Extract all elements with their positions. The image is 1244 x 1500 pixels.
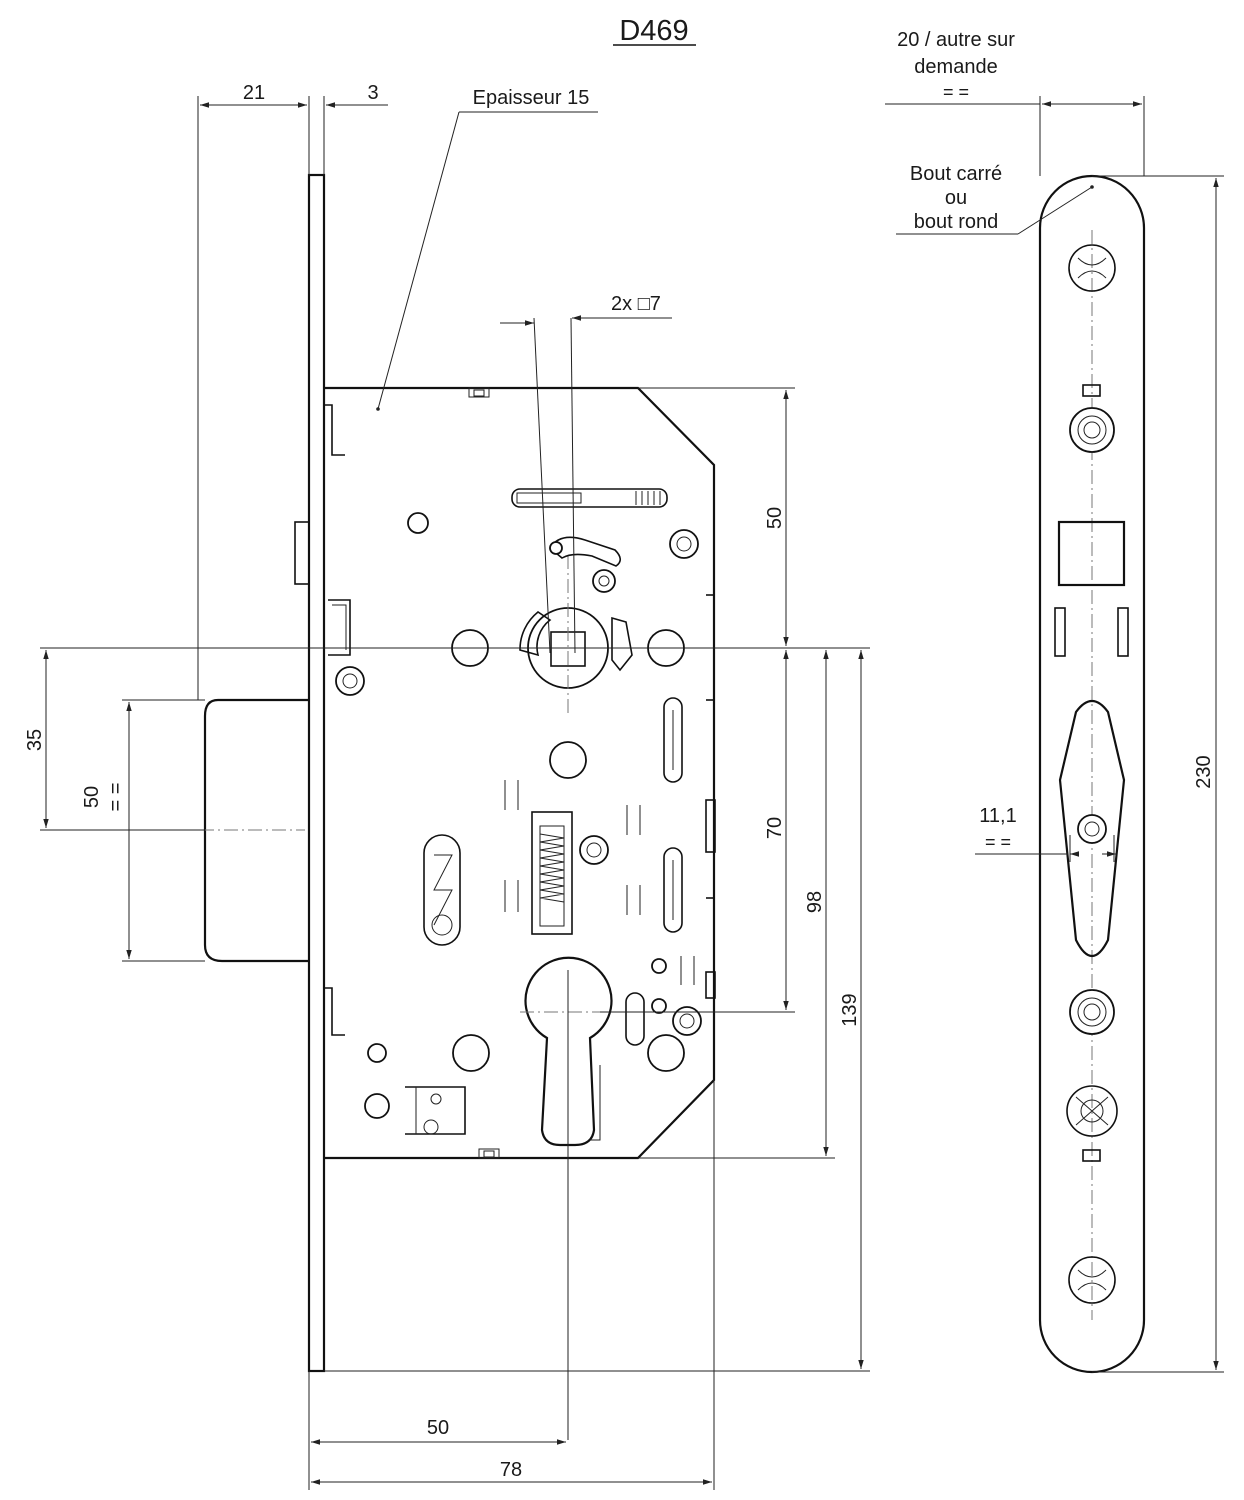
svg-text:demande: demande bbox=[914, 56, 997, 78]
dimension-139: 139 bbox=[324, 650, 870, 1372]
latch-bolt bbox=[200, 698, 309, 963]
svg-text:Epaisseur 15: Epaisseur 15 bbox=[473, 87, 590, 109]
dimension-98: 98 bbox=[638, 650, 835, 1159]
lower-bracket bbox=[405, 1086, 466, 1135]
svg-text:78: 78 bbox=[500, 1459, 522, 1481]
case-slots bbox=[423, 697, 695, 1046]
svg-text:= =: = = bbox=[105, 783, 127, 812]
svg-text:bout rond: bout rond bbox=[914, 211, 999, 233]
dead-bolt-stub bbox=[294, 521, 310, 585]
svg-text:230: 230 bbox=[1193, 755, 1215, 788]
slot-width-dimension: 11,1 = = bbox=[975, 805, 1116, 862]
follower-mechanism bbox=[328, 555, 685, 715]
svg-text:Bout carré: Bout carré bbox=[910, 163, 1002, 185]
dimension-70: 70 bbox=[600, 650, 795, 1013]
svg-text:70: 70 bbox=[764, 817, 786, 839]
dimension-21: 21 bbox=[197, 82, 310, 700]
fixing-hole-icon bbox=[1068, 244, 1116, 292]
svg-text:35: 35 bbox=[24, 729, 46, 751]
screw-icon bbox=[1069, 407, 1115, 453]
bolt-opening bbox=[1057, 520, 1126, 587]
dimension-78: 78 bbox=[311, 1080, 715, 1490]
front-plate-side bbox=[307, 173, 326, 1373]
lock-case bbox=[325, 386, 716, 1160]
dimension-50-top: 50 bbox=[638, 387, 795, 646]
svg-text:D469: D469 bbox=[619, 15, 688, 47]
svg-text:20 / autre sur: 20 / autre sur bbox=[897, 29, 1015, 51]
thickness-annotation: Epaisseur 15 bbox=[376, 87, 598, 411]
dimension-3: 3 bbox=[293, 82, 388, 175]
svg-text:= =: = = bbox=[943, 82, 969, 102]
dimension-50-latch: 50 = = bbox=[81, 699, 205, 962]
faceplate-front bbox=[1038, 174, 1146, 1374]
dimension-230: 230 bbox=[1092, 175, 1224, 1373]
case-holes bbox=[364, 512, 685, 1119]
svg-text:98: 98 bbox=[804, 891, 826, 913]
end-type-annotation: Bout carré ou bout rond bbox=[896, 163, 1094, 235]
fixing-hole-icon bbox=[1066, 1085, 1118, 1137]
svg-text:50: 50 bbox=[81, 786, 103, 808]
latch-opening bbox=[1058, 699, 1126, 958]
drawing-title: D469 bbox=[613, 15, 696, 47]
faceplate-width-dimension: 20 / autre sur demande = = bbox=[885, 29, 1145, 176]
svg-text:50: 50 bbox=[764, 507, 786, 529]
svg-text:50: 50 bbox=[427, 1417, 449, 1439]
svg-text:11,1: 11,1 bbox=[979, 805, 1016, 827]
curved-lever bbox=[548, 536, 622, 593]
square-annotation: 2x □7 bbox=[500, 293, 672, 654]
spring-assembly bbox=[531, 811, 573, 935]
cylinder-cutout bbox=[520, 956, 613, 1440]
svg-text:3: 3 bbox=[367, 82, 378, 104]
upper-slide bbox=[511, 488, 668, 508]
svg-text:= =: = = bbox=[985, 832, 1011, 852]
dimension-50-bottom: 50 bbox=[308, 1371, 566, 1490]
screw-icon bbox=[1069, 989, 1115, 1035]
screw-icons bbox=[335, 529, 702, 1036]
svg-text:2x □7: 2x □7 bbox=[611, 293, 661, 315]
fixing-hole-icon bbox=[1068, 1256, 1116, 1304]
dimension-35: 35 bbox=[24, 650, 205, 831]
svg-text:ou: ou bbox=[945, 187, 967, 209]
svg-text:21: 21 bbox=[243, 82, 265, 104]
svg-text:139: 139 bbox=[839, 993, 861, 1026]
